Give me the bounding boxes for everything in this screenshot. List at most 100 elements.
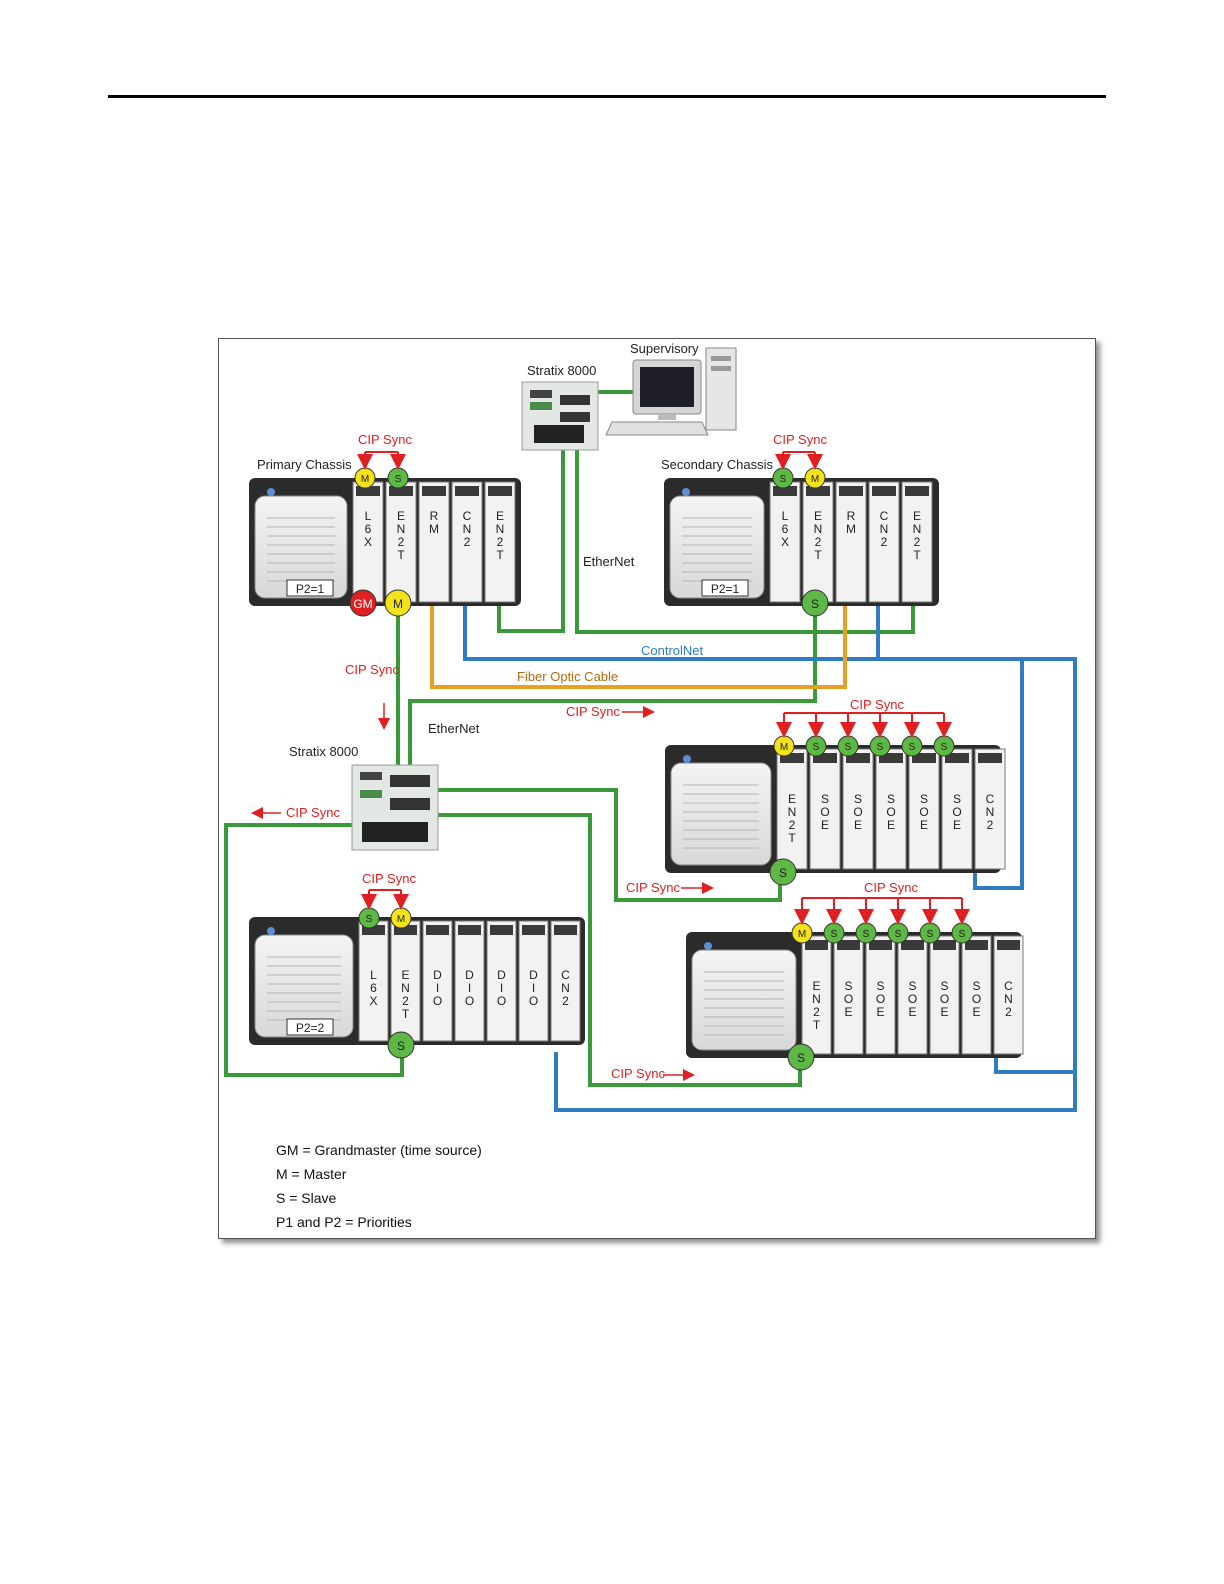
slave-badge: S <box>919 922 941 944</box>
badge-text: S <box>779 866 787 880</box>
badge-text: S <box>366 914 373 925</box>
cip-bracket-soe1 <box>776 712 952 738</box>
master-badge: M <box>773 735 795 757</box>
master-badge: M <box>354 467 376 489</box>
brand-logo-icon <box>704 942 712 950</box>
badge-text: S <box>845 742 852 753</box>
priority-label: P2=1 <box>296 582 325 596</box>
priority-label: P2=2 <box>296 1021 325 1035</box>
cip-bracket-secondary <box>775 451 823 470</box>
cip-sync-bottom: CIP Sync <box>611 1066 665 1081</box>
badge-text: S <box>927 929 934 940</box>
slave-badge: S <box>869 735 891 757</box>
cip-sync-soe2: CIP Sync <box>864 880 918 895</box>
master-badge: M <box>384 589 412 617</box>
badge-text: S <box>797 1051 805 1065</box>
badge-text: S <box>909 742 916 753</box>
badge-text: S <box>959 929 966 940</box>
badge-text: S <box>895 929 902 940</box>
legend: GM = Grandmaster (time source) M = Maste… <box>276 1142 482 1230</box>
slave-badge: S <box>855 922 877 944</box>
cip-sync-secondary: CIP Sync <box>773 432 827 447</box>
slave-badge: S <box>823 922 845 944</box>
badge-text: S <box>397 1039 405 1053</box>
supervisory-label: Supervisory <box>630 341 699 356</box>
brand-logo-icon <box>267 927 275 935</box>
slave-badge: S <box>933 735 955 757</box>
cip-bracket-primary <box>357 451 406 470</box>
cip-bracket-lower-left <box>361 889 409 910</box>
slave-badge: S <box>358 907 380 929</box>
brand-logo-icon <box>683 755 691 763</box>
slave-badge: S <box>837 735 859 757</box>
badge-text: S <box>941 742 948 753</box>
supervisory-computer-icon <box>605 347 737 436</box>
legend-item: GM = Grandmaster (time source) <box>276 1142 482 1158</box>
cip-bracket-soe2 <box>794 897 970 925</box>
legend-item: P1 and P2 = Priorities <box>276 1214 412 1230</box>
badge-text: S <box>863 929 870 940</box>
slave-badge: S <box>387 1031 415 1059</box>
badge-text: M <box>361 474 369 485</box>
cip-sync-primary: CIP Sync <box>358 432 412 447</box>
badge-text: S <box>811 597 819 611</box>
badge-text: S <box>395 474 402 485</box>
controlnet-label: ControlNet <box>641 643 704 658</box>
brand-logo-icon <box>267 488 275 496</box>
slave-badge: S <box>887 922 909 944</box>
cip-sync-to-soe1: CIP Sync <box>626 880 680 895</box>
grandmaster-badge: GM <box>349 589 377 617</box>
badge-text: S <box>813 742 820 753</box>
controlnet-cables <box>463 600 1077 1112</box>
fiber-optic-cable <box>430 605 847 689</box>
master-badge: M <box>390 907 412 929</box>
badge-text: M <box>798 929 806 940</box>
legend-item: M = Master <box>276 1166 347 1182</box>
badge-text: S <box>780 474 787 485</box>
brand-logo-icon <box>682 488 690 496</box>
slave-badge: S <box>805 735 827 757</box>
priority-label: P2=1 <box>711 582 740 596</box>
badge-text: S <box>831 929 838 940</box>
badge-text: GM <box>353 597 372 611</box>
stratix-switch-middle <box>351 764 439 851</box>
slave-badge: S <box>387 467 409 489</box>
cip-sync-vertical: CIP Sync <box>345 662 399 677</box>
cip-sync-left: CIP Sync <box>286 805 340 820</box>
ethernet-label-middle: EtherNet <box>428 721 480 736</box>
fiber-label: Fiber Optic Cable <box>517 669 618 684</box>
slave-badge: S <box>787 1043 815 1071</box>
